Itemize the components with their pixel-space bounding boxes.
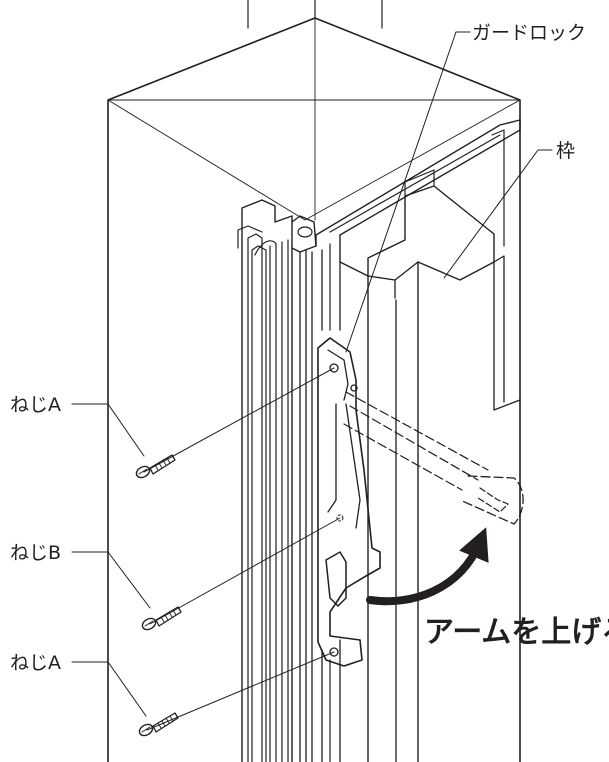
label-raise-arm: アームを上げる xyxy=(424,615,609,650)
raise-arm-arrow xyxy=(366,527,489,606)
label-screw-a-top: ねじA xyxy=(10,394,61,416)
screw-a-bottom xyxy=(138,651,335,737)
guard-lock-body xyxy=(317,337,381,667)
leader-lines xyxy=(71,31,553,717)
label-screw-b: ねじB xyxy=(10,542,61,564)
screw-b xyxy=(141,517,341,631)
label-frame: 枠 xyxy=(556,140,575,162)
label-screw-a-bottom: ねじA xyxy=(10,652,61,674)
sash-rail xyxy=(237,199,317,762)
frame-section xyxy=(315,119,521,762)
screw-a-top xyxy=(135,367,335,479)
raised-arm xyxy=(343,391,524,525)
label-guard-lock: ガードロック xyxy=(472,22,586,44)
